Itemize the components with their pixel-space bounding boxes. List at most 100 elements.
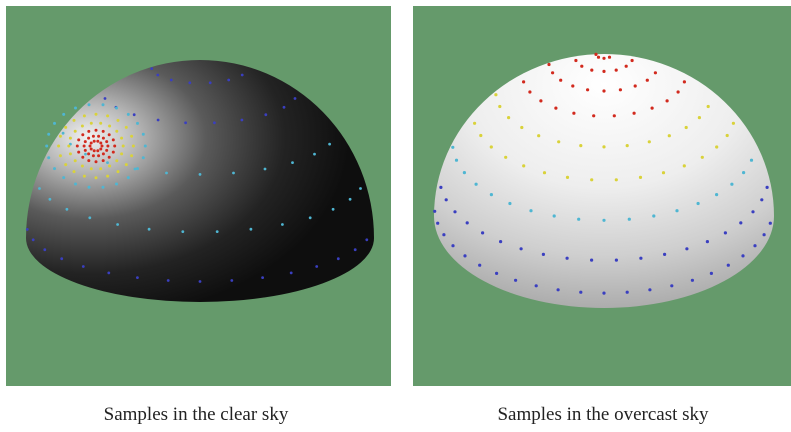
sample-dot: [240, 118, 244, 122]
sample-dot: [100, 144, 104, 148]
sample-dot: [188, 81, 192, 85]
sample-dot: [700, 155, 704, 159]
sample-dot: [107, 133, 111, 137]
sample-dot: [556, 288, 560, 292]
sample-dot: [682, 164, 686, 168]
sample-dot: [91, 154, 95, 158]
sample-dot: [592, 114, 596, 118]
sample-dot: [495, 271, 499, 275]
sample-dot: [87, 159, 91, 163]
sample-dot: [723, 231, 727, 235]
sample-dot: [498, 104, 502, 109]
sample-dot: [99, 121, 103, 125]
sample-dot: [353, 248, 357, 252]
sample-dot: [106, 161, 109, 165]
sample-dot: [534, 284, 538, 288]
sample-dot: [451, 145, 455, 149]
sample-dot: [136, 276, 139, 279]
sample-dot: [101, 152, 105, 156]
sample-dot: [92, 149, 96, 153]
sample-dot: [64, 163, 68, 167]
sample-dot: [150, 67, 154, 70]
sample-dot: [667, 134, 671, 138]
sample-dot: [87, 152, 91, 156]
sample-dot: [632, 111, 636, 115]
sample-dot: [74, 106, 77, 110]
sample-dot: [602, 145, 606, 149]
sample-dot: [89, 141, 93, 145]
sample-dot: [77, 138, 81, 142]
sample-dot: [586, 88, 590, 92]
sample-dot: [751, 210, 755, 214]
sample-dot: [768, 221, 772, 225]
sample-dot: [665, 99, 669, 103]
sample-dot: [88, 216, 92, 220]
sample-dot: [630, 58, 634, 63]
sample-dot: [571, 84, 575, 88]
sample-dot: [47, 132, 51, 136]
sample-dot: [181, 230, 185, 234]
sample-dot: [61, 131, 65, 135]
sample-dot: [439, 185, 443, 189]
sample-dot: [529, 209, 533, 213]
sample-dot: [436, 221, 440, 225]
sample-dot: [508, 201, 512, 206]
sample-dot: [77, 150, 81, 154]
sample-dot: [64, 125, 68, 129]
sample-dot: [365, 238, 369, 242]
sample-dot: [542, 171, 547, 175]
sample-dot: [559, 78, 563, 82]
sample-dot: [507, 116, 511, 120]
sample-dot: [293, 97, 297, 100]
sample-dot: [116, 170, 120, 174]
sample-dot: [565, 175, 570, 179]
sample-dot: [627, 217, 631, 221]
clear-sky-samples: [25, 67, 369, 283]
sample-dot: [289, 271, 293, 275]
sample-dot: [462, 171, 466, 175]
sample-dot: [58, 134, 62, 138]
sample-dot: [520, 125, 524, 130]
sample-dot: [99, 141, 103, 145]
sample-dot: [108, 124, 112, 128]
sample-dot: [133, 167, 137, 171]
sample-dot: [96, 149, 100, 153]
sample-dot: [75, 144, 79, 148]
sample-dot: [94, 112, 98, 116]
sample-dot: [96, 139, 100, 143]
sample-dot: [105, 140, 109, 144]
sample-dot: [68, 152, 72, 156]
sample-dot: [101, 136, 105, 140]
sample-dot: [762, 233, 766, 237]
sample-dot: [48, 197, 52, 201]
sample-dot: [653, 71, 657, 75]
sample-dot: [91, 134, 95, 138]
sample-dot: [115, 106, 118, 110]
sample-dot: [328, 142, 331, 146]
sample-dot: [92, 139, 96, 143]
sample-dot: [454, 158, 459, 162]
sample-dot: [489, 193, 493, 197]
sample-dot: [130, 134, 134, 138]
sample-dot: [264, 113, 268, 117]
sample-dot: [81, 155, 85, 159]
sample-dot: [130, 154, 134, 158]
sample-dot: [590, 178, 594, 182]
sample-dot: [753, 244, 757, 248]
sample-dot: [198, 280, 202, 283]
sample-dot: [625, 290, 629, 294]
sample-dot: [607, 55, 612, 59]
sample-dot: [101, 159, 105, 163]
sample-dot: [84, 152, 87, 156]
sample-dot: [115, 159, 119, 163]
sample-dot: [107, 271, 111, 275]
sample-dot: [111, 150, 115, 154]
sample-dot: [706, 104, 710, 109]
sample-dot: [169, 78, 173, 82]
sample-dot: [132, 113, 136, 117]
sample-dot: [57, 144, 61, 148]
sample-dot: [650, 106, 654, 110]
sample-dot: [572, 111, 576, 115]
sample-dot: [602, 291, 606, 295]
sample-dot: [336, 257, 340, 261]
